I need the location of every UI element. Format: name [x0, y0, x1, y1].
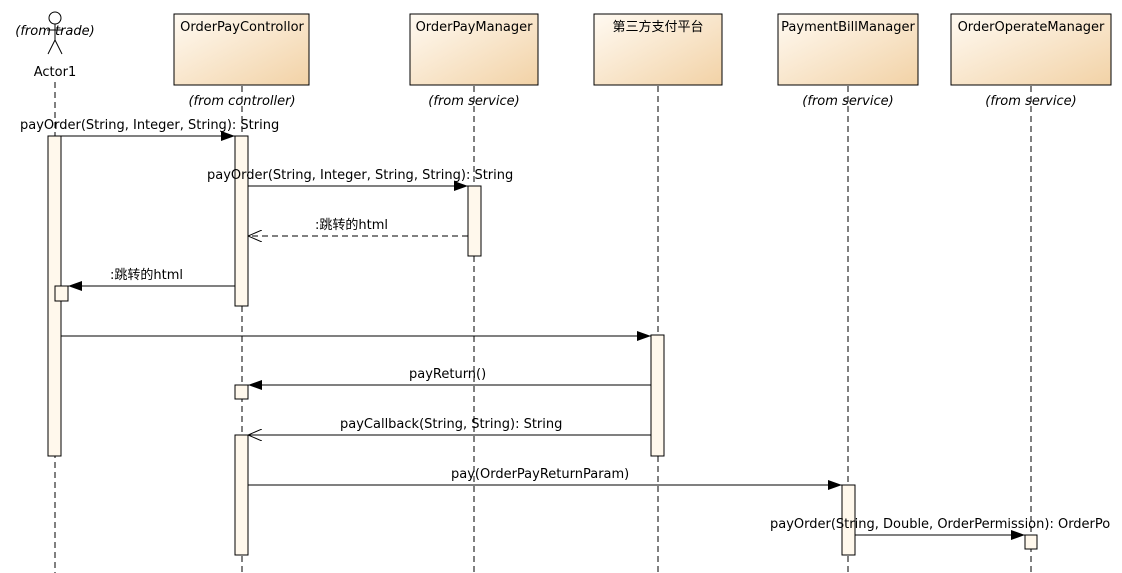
lifeline-head-orderoperatemanager[interactable]: OrderOperateManager (from service) — [950, 13, 1112, 109]
lifeline-stereotype: (from service) — [802, 94, 893, 109]
actor-actor1: (from trade) Actor1 — [15, 11, 95, 80]
lifeline-stereotype: (from service) — [985, 94, 1076, 109]
activation-paymentbillmanager — [841, 484, 856, 556]
lifeline-title: OrderPayManager — [416, 20, 533, 35]
actor-stereotype: (from trade) — [15, 24, 94, 39]
message-label: :跳转的html — [315, 217, 388, 233]
lifeline-head-paymentbillmanager[interactable]: PaymentBillManager (from service) — [777, 13, 919, 109]
activation-controllor-2 — [234, 384, 249, 400]
message-label: pay(OrderPayReturnParam) — [451, 467, 629, 482]
activation-actor1-self — [54, 285, 69, 302]
message-label: payOrder(String, Integer, String, String… — [207, 168, 513, 183]
activation-third-party — [650, 334, 665, 457]
message-label: payCallback(String, String): String — [340, 417, 562, 432]
activation-controllor-3 — [234, 434, 249, 556]
message-label: payOrder(String, Double, OrderPermission… — [770, 517, 1110, 532]
lifeline-stereotype: (from controller) — [188, 94, 295, 109]
activation-orderoperatemanager — [1024, 534, 1038, 550]
lifeline-title: 第三方支付平台 — [612, 19, 703, 35]
lifeline-title: OrderOperateManager — [958, 20, 1105, 35]
actor-name: Actor1 — [34, 65, 76, 80]
lifeline-head-third-party-payment[interactable]: 第三方支付平台 — [593, 13, 723, 86]
lifeline-title: OrderPayControllor — [180, 20, 304, 35]
message-label: :跳转的html — [110, 267, 183, 283]
lifeline-head-orderpaycontrollor[interactable]: OrderPayControllor (from controller) — [173, 13, 310, 109]
message-label: payReturn() — [409, 367, 486, 382]
lifeline-stereotype: (from service) — [428, 94, 519, 109]
activation-orderpaymanager — [467, 185, 482, 257]
message-label: payOrder(String, Integer, String): Strin… — [20, 118, 279, 133]
lifeline-lines — [54, 82, 1032, 573]
lifeline-head-orderpaymanager[interactable]: OrderPayManager (from service) — [409, 13, 539, 109]
activation-controllor-1 — [234, 135, 249, 307]
lifeline-title: PaymentBillManager — [781, 20, 915, 35]
